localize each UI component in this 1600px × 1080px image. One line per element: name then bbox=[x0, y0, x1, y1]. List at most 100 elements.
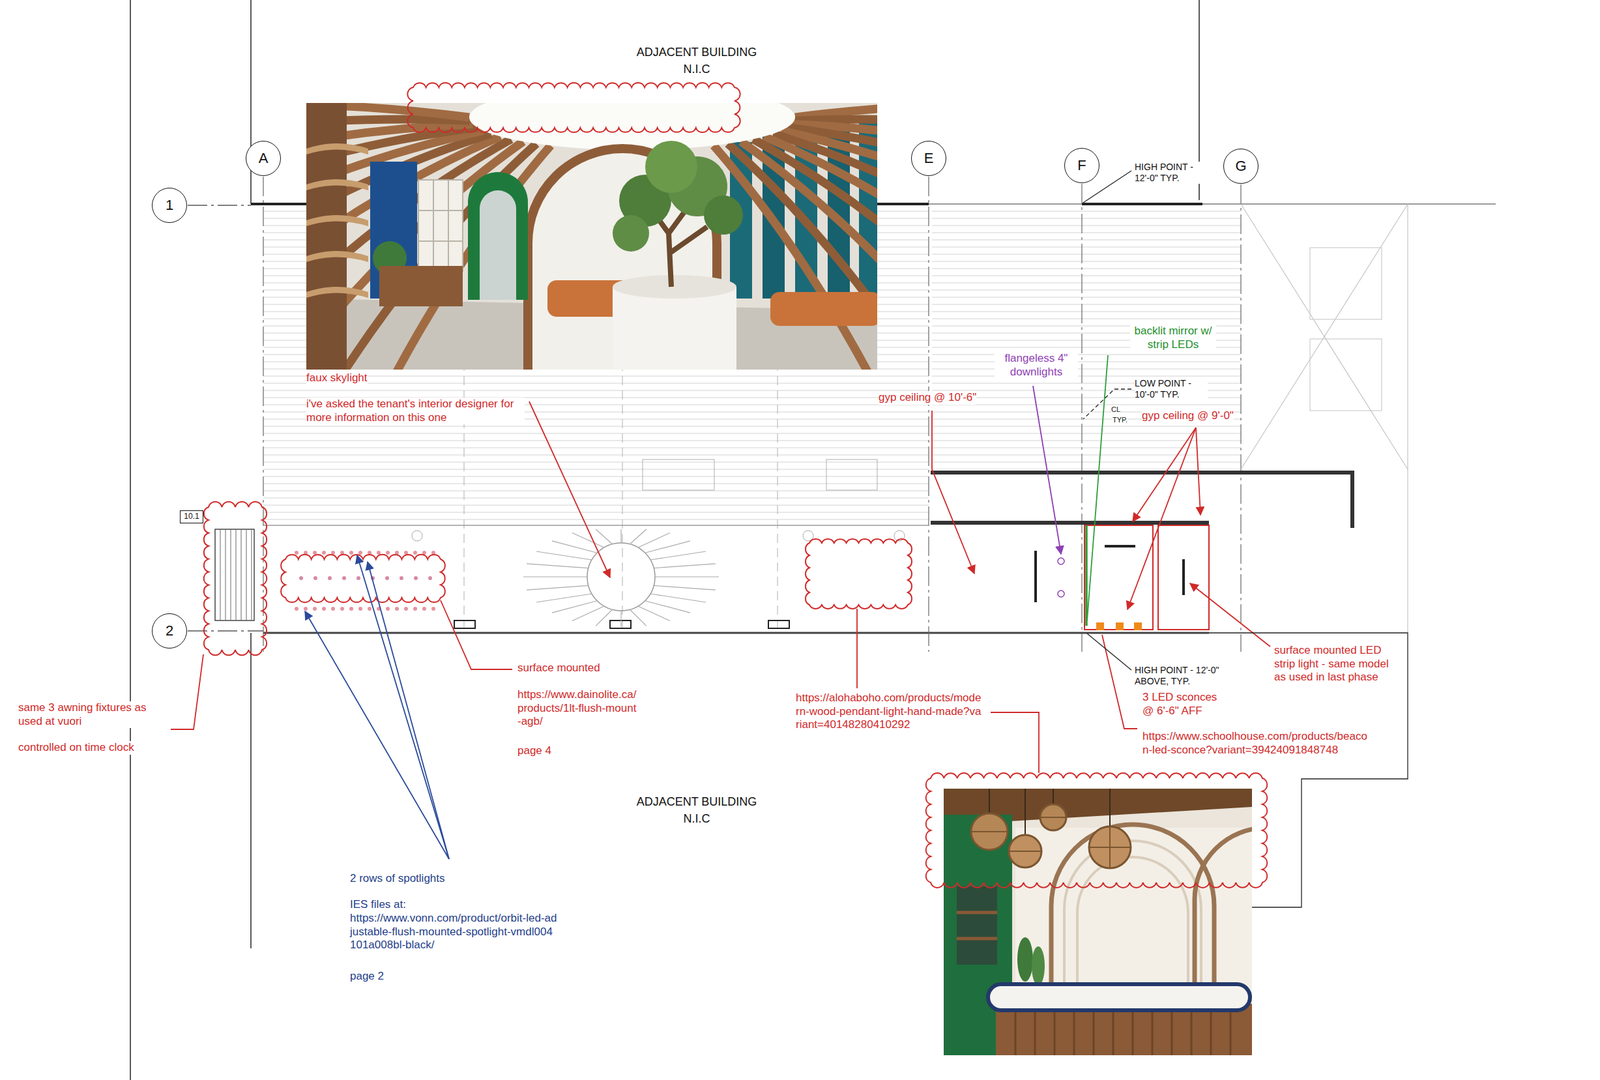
plan-note: ADJACENT BUILDING bbox=[636, 795, 758, 810]
tree-leaves bbox=[612, 215, 650, 252]
wood-arch bbox=[1194, 827, 1252, 999]
plant-leaf bbox=[1031, 946, 1045, 986]
leader-line bbox=[1127, 427, 1196, 610]
callout-frame bbox=[1208, 632, 1408, 908]
leader-line bbox=[1190, 583, 1271, 647]
grid-bubble: F bbox=[1064, 147, 1100, 184]
stair-tread bbox=[526, 563, 589, 569]
wood-shelving bbox=[306, 102, 347, 370]
shelf bbox=[306, 143, 369, 155]
spotlight bbox=[358, 606, 363, 611]
leader-line bbox=[1132, 427, 1196, 522]
leader-line bbox=[1032, 385, 1062, 554]
downlight bbox=[1057, 557, 1065, 565]
stair-tread bbox=[526, 585, 589, 590]
lighting-note: page 4 bbox=[517, 744, 552, 758]
led-sconce bbox=[1096, 622, 1105, 631]
spotlight bbox=[294, 550, 299, 555]
stair-tread bbox=[595, 609, 612, 626]
lighting-note: 3 LED sconces @ 6'-6" AFF bbox=[1142, 690, 1219, 718]
spotlight bbox=[312, 550, 317, 555]
stair-tread bbox=[650, 551, 706, 560]
column bbox=[454, 620, 476, 629]
green-door bbox=[467, 172, 528, 300]
stair-tread bbox=[638, 532, 670, 548]
grid-label: E bbox=[924, 150, 934, 167]
stair-tread bbox=[653, 563, 716, 569]
column bbox=[610, 620, 631, 629]
leader-line bbox=[305, 611, 450, 859]
flush-mount bbox=[327, 576, 332, 581]
spotlight bbox=[394, 606, 399, 611]
stair-tread bbox=[645, 540, 691, 553]
revision-clouds bbox=[203, 82, 1268, 888]
stair-tread bbox=[638, 606, 670, 622]
stair-tread bbox=[620, 610, 622, 627]
stair-tread bbox=[552, 600, 597, 613]
lighting-note: faux skylight bbox=[306, 371, 368, 386]
revision-cloud bbox=[203, 501, 268, 655]
property-line bbox=[250, 632, 252, 949]
flush-mount bbox=[413, 576, 418, 581]
spotlight bbox=[385, 550, 390, 555]
revision-cloud bbox=[407, 82, 740, 133]
planter-top bbox=[612, 275, 737, 299]
planter bbox=[612, 286, 737, 370]
wood-arch bbox=[1051, 824, 1215, 999]
leader-line bbox=[1083, 389, 1132, 420]
spotlight bbox=[349, 550, 354, 555]
render-background bbox=[943, 788, 1252, 1056]
detail-tag: 10.1 bbox=[179, 510, 203, 523]
spotlight bbox=[312, 606, 317, 611]
stair-tread bbox=[653, 585, 716, 590]
leader-line bbox=[931, 410, 975, 574]
lighting-note: backlit mirror w/ strip LEDs bbox=[1130, 324, 1217, 352]
stair-tread bbox=[629, 529, 646, 545]
gate-bar bbox=[220, 529, 221, 621]
wall-line bbox=[1081, 202, 1203, 206]
pendant-slats bbox=[971, 817, 1131, 869]
revision-cloud bbox=[805, 538, 912, 609]
plan-line bbox=[1240, 203, 1408, 470]
spotlight bbox=[385, 606, 390, 611]
grid-bubble: 2 bbox=[151, 613, 188, 649]
pendant-rendering bbox=[943, 788, 1252, 1056]
spotlight bbox=[413, 550, 418, 555]
leader-line bbox=[170, 654, 204, 730]
grid-bubble: G bbox=[1223, 148, 1259, 184]
property-line bbox=[129, 0, 131, 1080]
flush-mount bbox=[399, 576, 404, 581]
stair-tread bbox=[523, 576, 588, 577]
stair-core bbox=[587, 542, 655, 611]
leader-lines bbox=[170, 170, 1408, 908]
lighting-note: i've asked the tenant's interior designe… bbox=[306, 397, 525, 425]
plan-line bbox=[1240, 203, 1408, 470]
flush-mount bbox=[299, 576, 304, 581]
orange-bench bbox=[770, 291, 878, 326]
lighting-note: https://alohaboho.com/products/modern-wo… bbox=[795, 691, 985, 732]
spotlight bbox=[331, 606, 335, 611]
leader-line bbox=[856, 608, 858, 689]
wood-counter bbox=[379, 265, 463, 307]
shelf bbox=[306, 286, 369, 298]
tree-leaves bbox=[645, 140, 698, 193]
downlight bbox=[1057, 590, 1065, 597]
wall-line bbox=[263, 632, 1209, 635]
leader-line bbox=[1087, 355, 1108, 621]
property-line bbox=[250, 0, 252, 204]
plant-leaf bbox=[1017, 937, 1033, 982]
counter-top bbox=[988, 984, 1251, 1011]
gate-bar bbox=[246, 529, 248, 621]
grid-line bbox=[928, 176, 929, 652]
gate-bar bbox=[225, 529, 227, 621]
grid-bubble: E bbox=[911, 140, 947, 176]
strip-light bbox=[1034, 550, 1037, 603]
leader-line bbox=[990, 712, 1039, 773]
lighting-note: https://www.vonn.com/product/orbit-led-a… bbox=[349, 911, 558, 953]
plan-note: HIGH POINT - 12'-0" ABOVE, TYP. bbox=[1134, 664, 1228, 687]
spotlight bbox=[413, 606, 418, 611]
arch-groove bbox=[1077, 857, 1189, 999]
revision-cloud bbox=[280, 554, 446, 603]
cabinet-niche bbox=[956, 886, 998, 965]
